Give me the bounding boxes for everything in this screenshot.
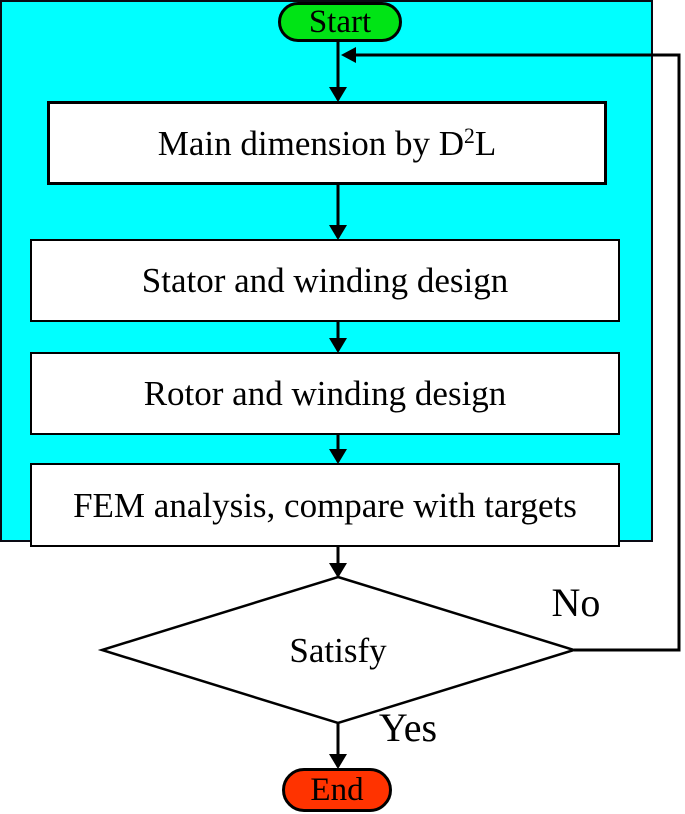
satisfy-diamond-shape xyxy=(97,575,579,725)
stator-design-label: Stator and winding design xyxy=(141,261,509,300)
rotor-design-label: Rotor and winding design xyxy=(143,374,507,413)
main-dimension-label: Main dimension by D2L xyxy=(157,123,497,163)
start-node: Start xyxy=(278,2,402,42)
satisfy-text: Satisfy xyxy=(289,630,387,670)
stator-design-box: Stator and winding design xyxy=(30,239,620,322)
fem-analysis-label: FEM analysis, compare with targets xyxy=(73,485,577,525)
main-dimension-text: Main dimension by D xyxy=(157,123,464,163)
no-branch-label: No xyxy=(551,580,601,625)
arrowhead-into-stator xyxy=(329,225,347,240)
edge-no-feedback-loop xyxy=(348,53,681,652)
start-label: Start xyxy=(308,3,372,40)
yes-branch-label: Yes xyxy=(378,705,438,750)
arrowhead-into-end xyxy=(329,754,347,769)
main-dimension-superscript: 2 xyxy=(464,123,475,148)
end-label: End xyxy=(310,771,364,808)
satisfy-diamond-label: Satisfy xyxy=(238,628,438,672)
main-dimension-box: Main dimension by D2L xyxy=(47,101,607,185)
arrowhead-feedback-junction xyxy=(341,47,356,63)
end-node: End xyxy=(282,768,392,812)
arrowhead-into-rotor xyxy=(329,338,347,353)
arrowhead-into-main xyxy=(329,87,347,102)
fem-analysis-box: FEM analysis, compare with targets xyxy=(30,463,620,547)
main-dimension-tail: L xyxy=(474,123,497,163)
arrowhead-into-fem xyxy=(329,449,347,464)
arrowhead-into-satisfy xyxy=(329,563,347,578)
rotor-design-box: Rotor and winding design xyxy=(30,352,620,435)
